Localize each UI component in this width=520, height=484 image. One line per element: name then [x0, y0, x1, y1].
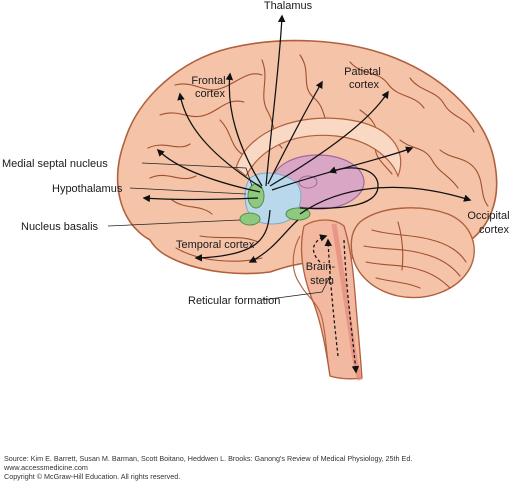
arrow-loop-thalamus — [299, 166, 379, 209]
arrow-to-frontal-cortex — [225, 72, 263, 187]
label-frontal-cortex: Frontal cortex — [191, 75, 228, 100]
label-medial-septal-nucleus: Medial septal nucleus — [2, 158, 108, 170]
label-nucleus-basalis: Nucleus basalis — [21, 221, 99, 233]
label-parietal-cortex: Patietal cortex — [344, 66, 384, 91]
arrow-to-frontal-upper — [177, 92, 263, 189]
label-brainstem: Brain- stem — [306, 261, 338, 287]
dashed-path-brainstem-3 — [312, 234, 328, 263]
labels: Thalamus Frontal cortex Patietal cortex … — [2, 0, 512, 307]
nucleus-basalis-region — [239, 212, 261, 226]
label-temporal-cortex: Temporal cortex — [176, 239, 255, 251]
copyright-notice: Copyright © McGraw-Hill Education. All r… — [4, 472, 181, 481]
arrow-to-parietal-cortex — [267, 80, 323, 185]
dashed-path-brainstem-1 — [324, 238, 339, 357]
projection-arrows — [142, 14, 472, 374]
website-link[interactable]: www.accessmedicine.com — [4, 463, 88, 472]
arrow-to-occipital-cortex — [299, 186, 472, 215]
arrow-to-parietal-posterior — [269, 90, 389, 187]
dashed-path-brainstem-2 — [343, 239, 360, 374]
label-occipital-cortex: Occipital cortex — [467, 210, 512, 236]
brain-anatomy — [116, 39, 498, 381]
label-thalamus: Thalamus — [264, 0, 313, 12]
arrow-to-posterior-cortex — [271, 146, 414, 191]
arrow-pontine-to-forebrain — [248, 219, 299, 263]
corpus-callosum — [235, 117, 402, 178]
label-hypothalamus: Hypothalamus — [52, 183, 123, 195]
leader-lines — [107, 162, 331, 301]
label-reticular-formation: Reticular formation — [188, 295, 280, 307]
arrow-to-thalamus — [265, 14, 286, 187]
source-citation: Source: Kim E. Barrett, Susan M. Barman,… — [4, 454, 413, 463]
arrow-to-frontal-pole — [156, 148, 261, 193]
cerebellum — [350, 207, 475, 299]
arrow-to-frontal-lower — [142, 194, 259, 203]
arrow-to-temporal-cortex — [194, 209, 271, 262]
